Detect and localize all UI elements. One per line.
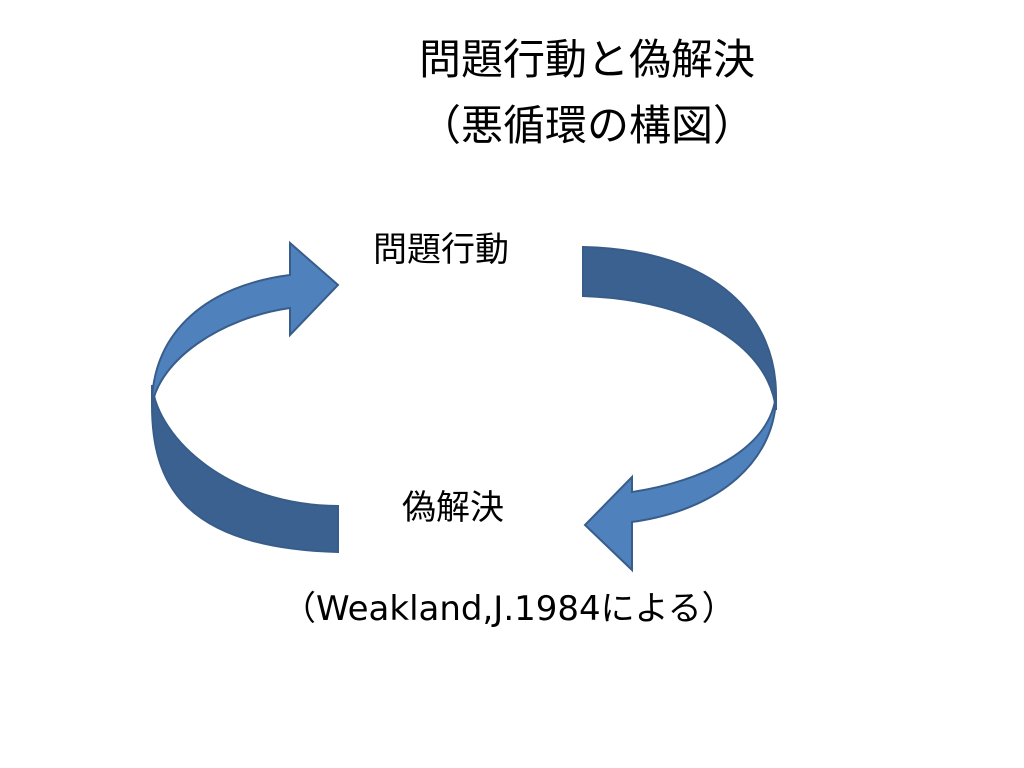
- left-arrow-upper-band: [151, 240, 340, 406]
- left-cycle-arrow: [151, 240, 340, 554]
- slide-title-line-2: （悪循環の構図）: [418, 101, 755, 150]
- node-pseudo-solution: 偽解決: [402, 488, 504, 528]
- left-arrow-lower-band: [151, 384, 339, 554]
- right-cycle-arrow: [582, 245, 777, 573]
- citation-text: （Weakland,J.1984による）: [282, 589, 736, 629]
- slide-title-line-1: 問題行動と偽解決: [418, 35, 755, 84]
- node-problem-behavior: 問題行動: [373, 230, 509, 270]
- right-arrow-upper-band: [582, 245, 777, 411]
- right-arrow-lower-band: [583, 394, 777, 573]
